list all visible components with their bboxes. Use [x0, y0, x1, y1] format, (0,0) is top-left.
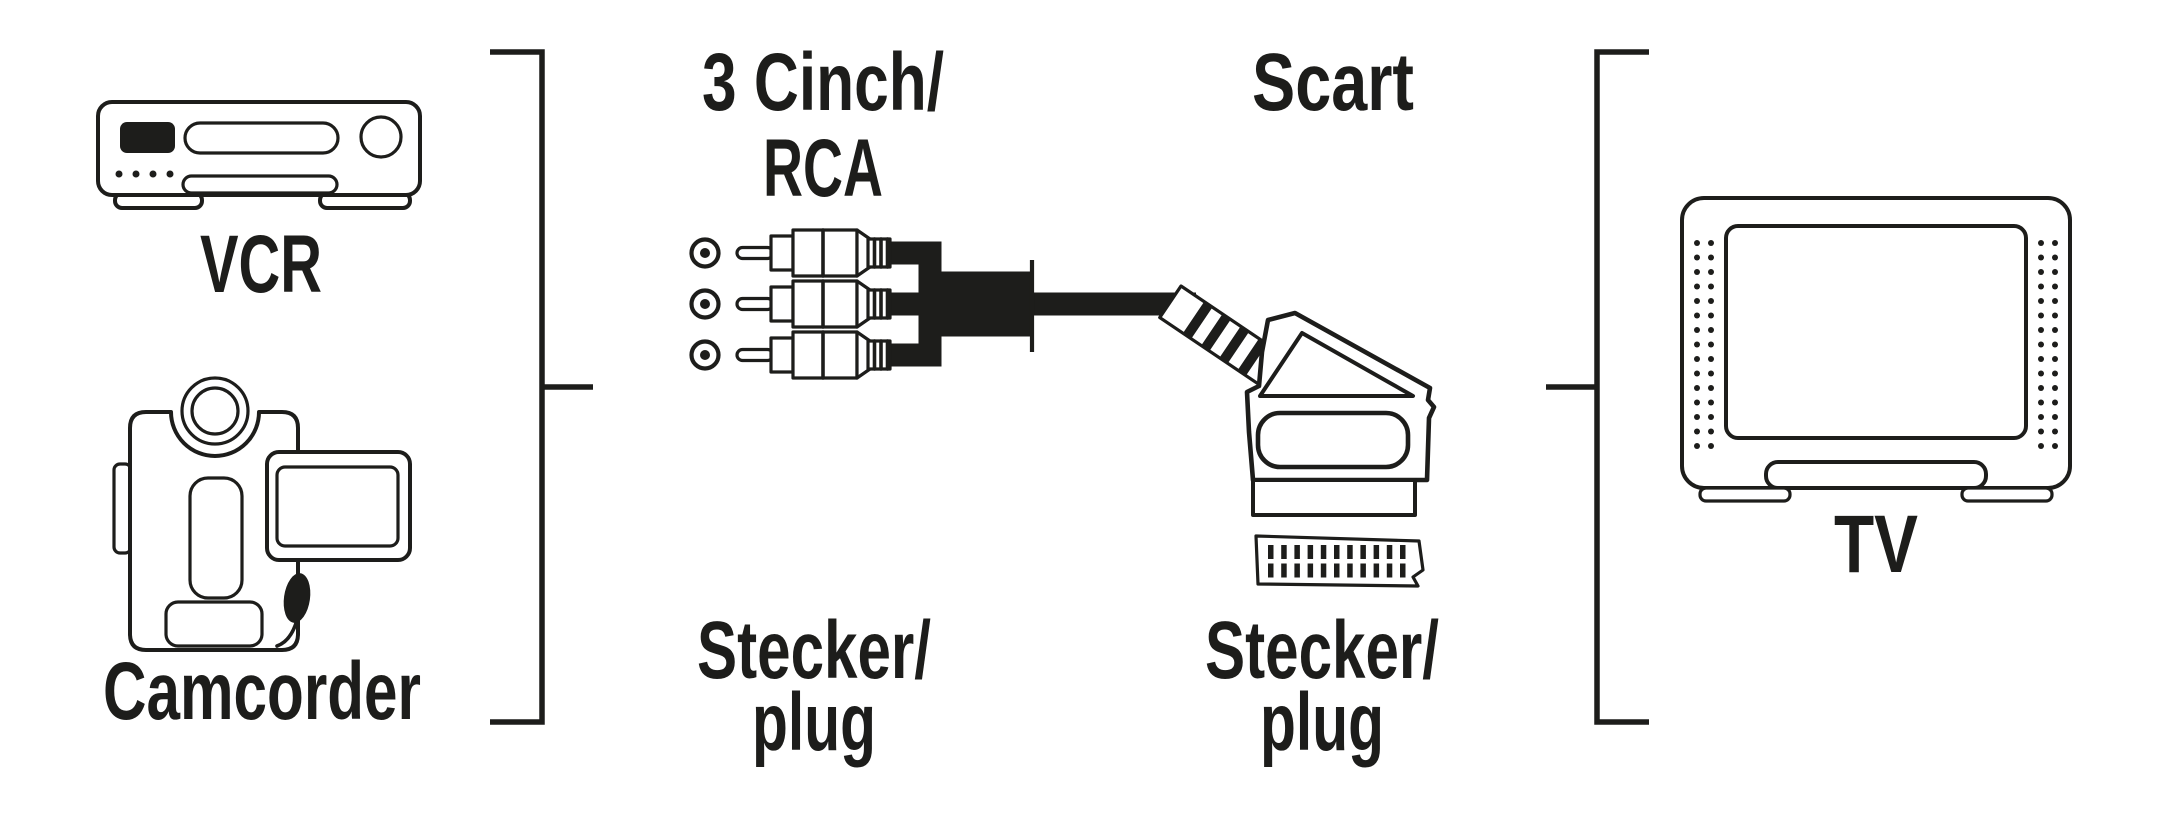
scart-strain-relief — [1158, 284, 1283, 387]
vcr-knob — [359, 115, 403, 159]
tv-label: TV — [1834, 499, 1918, 590]
left-plug-label-line1: Stecker/ — [697, 605, 931, 696]
camcorder-icon — [112, 376, 412, 652]
cinch-rca-label-line1: 3 Cinch/ — [702, 37, 944, 128]
camcorder-microphone — [283, 573, 311, 623]
rca-cables — [886, 241, 1196, 367]
tv-speaker-grille-right — [2038, 240, 2058, 449]
rca-plugs-icon — [692, 230, 891, 378]
scart-ridge — [1258, 331, 1415, 398]
scart-plug-icon — [1244, 310, 1437, 517]
vcr-tray — [181, 174, 339, 195]
rca-plug-bottom — [692, 332, 891, 378]
vcr-cassette-button — [120, 122, 175, 153]
vcr-icon — [96, 100, 422, 210]
cinch-rca-label-line2: RCA — [763, 123, 883, 214]
rca-plug-middle — [692, 281, 891, 327]
right-plug-label-line2: plug — [1260, 677, 1384, 768]
vcr-cassette-slot — [183, 121, 340, 155]
scart-label: Scart — [1252, 37, 1414, 128]
right-device-bracket — [1546, 49, 1649, 725]
tv-icon — [1680, 196, 2072, 503]
vcr-indicator-dots — [115, 170, 174, 178]
left-device-bracket — [490, 49, 593, 725]
vcr-label: VCR — [200, 219, 322, 310]
camcorder-label: Camcorder — [103, 646, 421, 737]
left-plug-label-line2: plug — [752, 677, 876, 768]
rca-plug-top — [692, 230, 891, 276]
camcorder-lens — [190, 386, 240, 436]
scart-pinout-icon — [1254, 534, 1425, 588]
scart-grip-hole — [1255, 410, 1411, 470]
right-plug-label-line1: Stecker/ — [1205, 605, 1439, 696]
tv-stand — [1764, 460, 1988, 490]
tv-speaker-grille-left — [1694, 240, 1714, 449]
tv-screen — [1724, 224, 2028, 440]
scart-pins — [1268, 545, 1406, 578]
scart-metal-shell — [1251, 478, 1417, 517]
